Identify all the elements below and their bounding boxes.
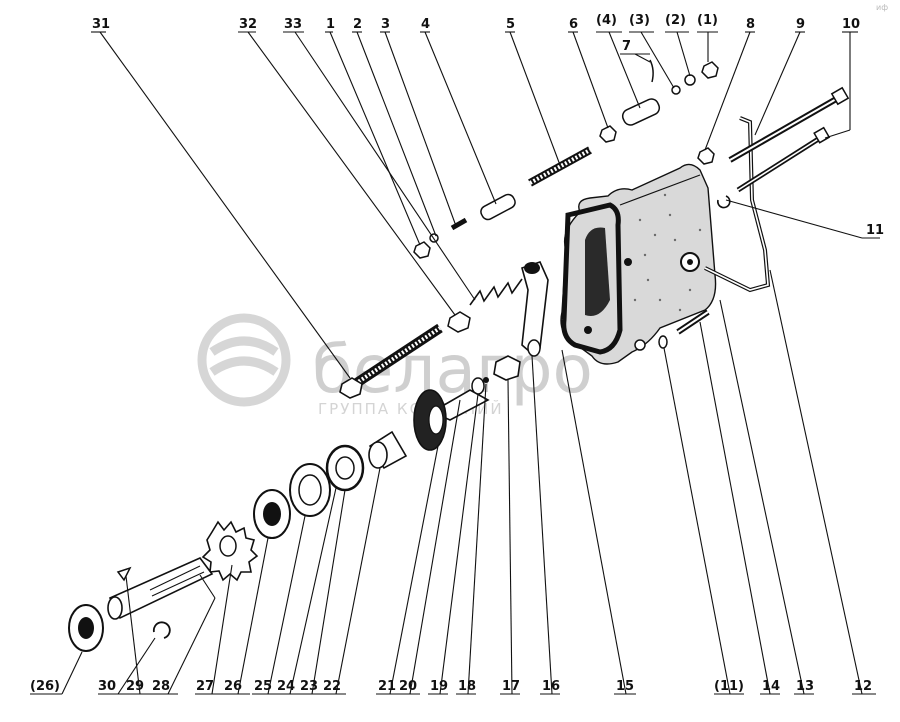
callout-19: 19: [430, 679, 448, 694]
callout-25: 25: [254, 679, 272, 694]
nut-8: [697, 147, 715, 165]
gear-shaft: [413, 389, 490, 451]
callout-26: 26: [224, 679, 242, 694]
bearing-26-left: [68, 604, 104, 652]
callout-15: 15: [616, 679, 634, 694]
shift-fork: [521, 261, 549, 357]
gearbox-housing: [560, 163, 717, 365]
callout-12: 12: [854, 679, 872, 694]
callout-30: 30: [98, 679, 116, 694]
bearing-26: [253, 489, 291, 539]
callout-28: 28: [152, 679, 170, 694]
bearing-25: [289, 463, 331, 517]
callout-18: 18: [458, 679, 476, 694]
corner-mark: иф: [876, 3, 888, 12]
callout-3-paren: (3): [629, 13, 650, 28]
parts: [68, 59, 850, 652]
callout-4: 4: [421, 17, 430, 32]
callout-21: 21: [378, 679, 396, 694]
watermark-logo-icon: [197, 313, 291, 407]
callout-2: 2: [353, 17, 362, 32]
callout-16: 16: [542, 679, 560, 694]
callout-27: 27: [196, 679, 214, 694]
callout-20: 20: [399, 679, 417, 694]
callout-32: 32: [239, 17, 257, 32]
callout-6: 6: [569, 17, 578, 32]
callout-7: 7: [622, 39, 631, 54]
callout-17: 17: [502, 679, 520, 694]
bolt-31: [339, 323, 443, 399]
callout-5: 5: [506, 17, 515, 32]
callout-24: 24: [277, 679, 295, 694]
pins-top-row: [413, 59, 719, 259]
callout-33: 33: [284, 17, 302, 32]
callout-23: 23: [300, 679, 318, 694]
callout-10: 10: [842, 17, 860, 32]
callout-8: 8: [746, 17, 755, 32]
callout-3: 3: [381, 17, 390, 32]
callout-2-paren: (2): [665, 13, 686, 28]
gear-27: [201, 520, 259, 582]
callout-9: 9: [796, 17, 805, 32]
callout-1-paren: (1): [697, 13, 718, 28]
callout-29: 29: [126, 679, 144, 694]
callout-4-paren: (4): [596, 13, 617, 28]
callout-11-paren: (11): [714, 679, 744, 694]
splined-shaft: [107, 557, 214, 620]
callout-1: 1: [326, 17, 335, 32]
callout-31: 31: [92, 17, 110, 32]
callout-14: 14: [762, 679, 780, 694]
callout-11: 11: [866, 223, 884, 238]
callout-22: 22: [323, 679, 341, 694]
callout-26-paren: (26): [30, 679, 60, 694]
callout-13: 13: [796, 679, 814, 694]
ring-11: [717, 195, 731, 209]
leader-lines: [30, 31, 880, 695]
callouts: 31 32 33 1 2 3 4 5 6 (4) (3) (2) (1) 7 8…: [30, 13, 884, 694]
spring: [469, 278, 523, 306]
long-bolts: [728, 86, 850, 193]
